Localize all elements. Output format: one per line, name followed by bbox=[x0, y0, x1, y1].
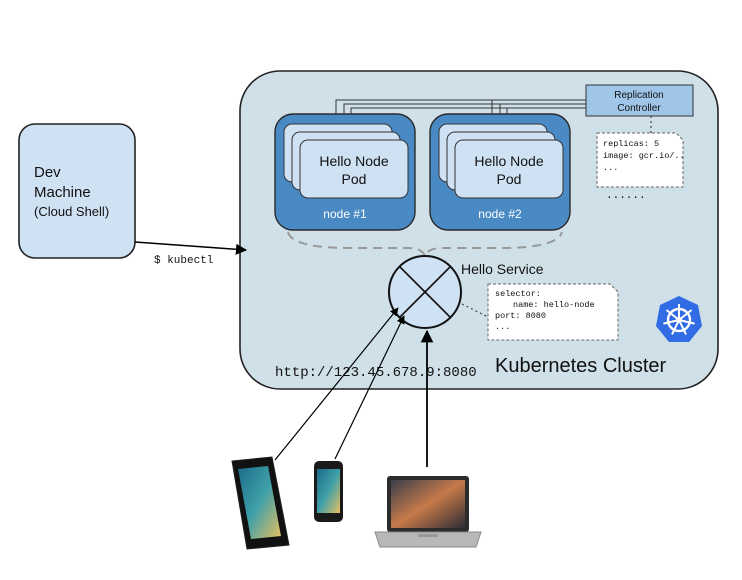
tablet-icon bbox=[231, 456, 290, 550]
service-note-line3: port: 8080 bbox=[495, 311, 546, 321]
phone-icon bbox=[314, 461, 343, 522]
pod-1-line2: Pod bbox=[342, 171, 367, 187]
replicas-note-line3: ... bbox=[603, 163, 618, 173]
service-note-line2: name: hello-node bbox=[513, 300, 595, 310]
pod-2-line1: Hello Node bbox=[474, 153, 543, 169]
pod-2-front bbox=[454, 139, 564, 199]
pod-2-line2: Pod bbox=[497, 171, 522, 187]
dev-machine-box bbox=[18, 123, 136, 259]
service-cross-line-b bbox=[399, 266, 451, 318]
replication-controller-line2: Controller bbox=[617, 103, 661, 114]
replicas-note-line1: replicas: 5 bbox=[603, 139, 659, 149]
service-note-line4: ... bbox=[495, 322, 510, 332]
replication-controller-box bbox=[585, 84, 694, 117]
replicas-note-line2: image: gcr.io/.. bbox=[603, 151, 685, 161]
node-1-label: node #1 bbox=[323, 207, 367, 221]
replication-controller-line1: Replication bbox=[614, 90, 663, 101]
service-note bbox=[487, 283, 619, 341]
service-to-pods-dashed-curve bbox=[287, 231, 563, 259]
node-2-label: node #2 bbox=[478, 207, 522, 221]
dev-machine-line1: Dev bbox=[34, 164, 61, 181]
kubectl-arrow bbox=[134, 241, 248, 255]
pod-1-line1: Hello Node bbox=[319, 153, 388, 169]
replicas-more: ...... bbox=[606, 190, 646, 202]
phone-arrow bbox=[334, 315, 405, 460]
cluster-label: Kubernetes Cluster bbox=[495, 355, 667, 377]
service-url: http://123.45.678.9:8080 bbox=[275, 365, 477, 381]
dev-machine-line3: (Cloud Shell) bbox=[34, 204, 109, 219]
replicas-note bbox=[596, 132, 684, 188]
pod-1-front bbox=[299, 139, 409, 199]
kubernetes-logo-icon bbox=[656, 296, 702, 342]
kubectl-label: $ kubectl bbox=[154, 255, 213, 267]
hello-service-label: Hello Service bbox=[461, 261, 544, 277]
laptop-icon bbox=[374, 476, 482, 548]
dev-machine-line2: Machine bbox=[34, 184, 91, 201]
tablet-arrow bbox=[274, 307, 399, 461]
service-note-line1: selector: bbox=[495, 289, 541, 299]
